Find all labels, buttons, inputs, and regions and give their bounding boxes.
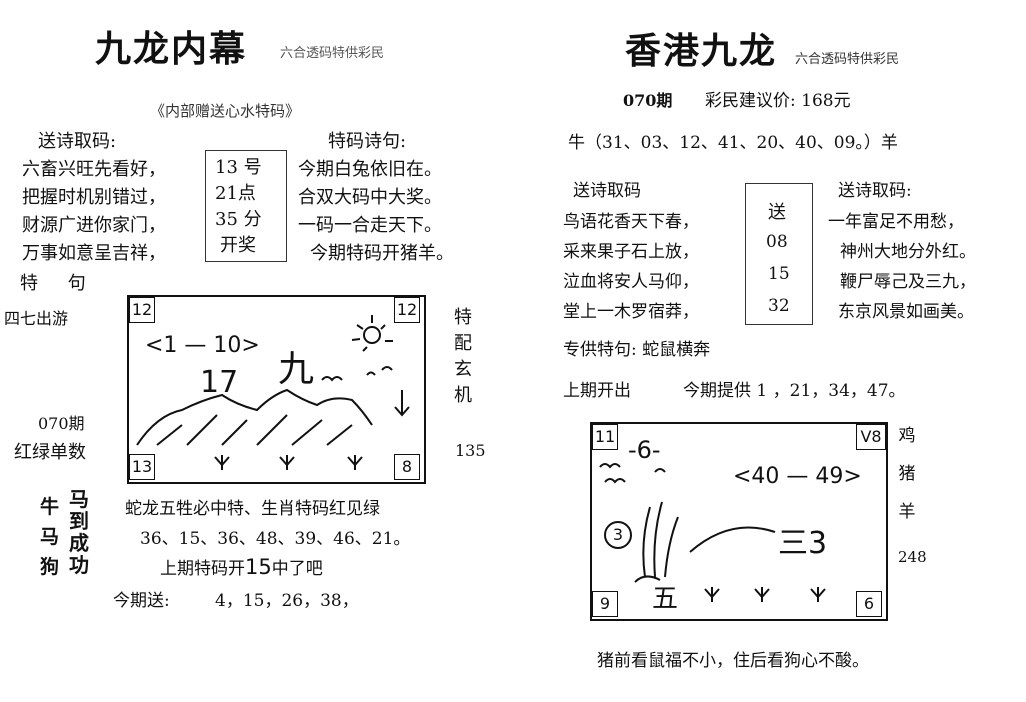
left-corner-bl: 13: [129, 454, 155, 480]
left-picture-frame: [127, 295, 426, 484]
right-poem-right-4: 东京风景如画美。: [838, 302, 974, 322]
right-center-line-2: 08: [766, 232, 788, 252]
left-line-3-number: 15: [245, 555, 272, 579]
right-corner-bl: 9: [592, 591, 618, 617]
right-picture-frame: [590, 422, 888, 621]
right-corner-tl: 11: [592, 424, 618, 450]
right-side-number: 248: [898, 548, 927, 566]
right-special-phrase: 专供特句: 蛇鼠横奔: [563, 340, 711, 360]
right-picture-glyph: -6-: [628, 436, 661, 464]
right-price: 彩民建议价: 168元: [705, 91, 851, 111]
left-picture-label: <1 — 10>: [145, 333, 260, 358]
right-issue: 070期: [623, 91, 673, 110]
left-line-2: 36、15、36、48、39、46、21。: [140, 529, 411, 549]
left-subtitle: 六合透码特供彩民: [280, 46, 385, 61]
right-corner-tr: V8: [856, 424, 886, 450]
right-title: 香港九龙: [625, 30, 778, 72]
left-line-3-prefix: 上期特码开: [160, 559, 245, 579]
right-center-line-3: 15: [768, 264, 790, 284]
left-center-box: [205, 150, 287, 262]
left-special-line-2: 合双大码中大奖。: [298, 187, 442, 208]
left-zodiac-2: 马: [40, 526, 60, 548]
left-line-3: 上期特码开15中了吧: [160, 554, 323, 579]
left-special-poem-label: 特码诗句:: [328, 131, 407, 152]
right-center-box: [745, 183, 813, 325]
right-picture-label: <40 — 49>: [733, 464, 862, 489]
left-poem-line-3: 财源广进你家门，: [22, 215, 166, 236]
left-line-1: 蛇龙五牲必中特、生肖特码红见绿: [125, 499, 380, 519]
right-poem-label-left: 送诗取码: [573, 181, 641, 201]
left-center-line-3: 35 分: [215, 209, 262, 230]
right-provide: 今期提供 1 ，21，34，47。: [683, 381, 906, 401]
left-special-line-3: 一码一合走天下。: [298, 215, 442, 236]
left-line-3-suffix: 中了吧: [271, 559, 323, 579]
right-poem-right-1: 一年富足不用愁，: [828, 212, 964, 232]
left-poem-line-1: 六畜兴旺先看好，: [22, 159, 166, 180]
left-poem-label: 送诗取码:: [38, 131, 117, 152]
left-corner-tr: 12: [394, 297, 420, 323]
right-poem-right-2: 神州大地分外红。: [840, 242, 976, 262]
left-issue: 070期: [38, 414, 85, 433]
right-poem-right-3: 鞭尸辱己及三九，: [840, 272, 976, 292]
right-center-line-1: 送: [768, 202, 786, 223]
left-line-4-label: 今期送:: [113, 591, 170, 611]
right-poem-left-2: 采来果子石上放，: [563, 242, 699, 262]
right-side-vertical: 鸡猪羊: [898, 426, 916, 522]
left-line-4-values: 4，15，26，38，: [215, 591, 359, 611]
right-corner-br: 6: [856, 591, 882, 617]
right-picture-drawing: [599, 463, 826, 602]
right-center-line-4: 32: [768, 296, 790, 316]
right-picture-circle: 3: [604, 521, 632, 549]
left-corner-tl: 12: [129, 297, 155, 323]
right-last-issue: 上期开出: [563, 381, 631, 401]
right-numbers-line: 牛（31、03、12、41、20、40、09。）羊: [568, 133, 898, 153]
left-poem-line-2: 把握时机别错过，: [22, 187, 166, 208]
right-picture-three: 三3: [778, 526, 828, 561]
left-picture-number: 17: [200, 365, 239, 400]
left-right-vertical: 特配玄机: [454, 307, 472, 406]
left-corner-br: 8: [394, 454, 420, 480]
left-center-line-1: 13 号: [215, 157, 262, 178]
left-zodiac-slogan: 马到成功: [69, 487, 89, 577]
left-inner-title: 《内部赠送心水特码》: [150, 102, 301, 120]
left-title: 九龙内幕: [95, 28, 248, 70]
right-subtitle: 六合透码特供彩民: [795, 52, 900, 67]
right-poem-label-right: 送诗取码:: [838, 181, 912, 201]
left-picture-drawing: [136, 315, 410, 470]
left-center-line-4: 开奖: [220, 235, 256, 256]
right-poem-left-4: 堂上一木罗宿莽，: [563, 302, 699, 322]
left-special-line-4: 今期特码开猪羊。: [310, 243, 454, 264]
left-poem-line-4: 万事如意呈吉祥，: [22, 243, 166, 264]
right-poem-left-3: 泣血将安人马仰，: [563, 272, 699, 292]
right-picture-five: 五: [652, 584, 679, 614]
left-special-line-1: 今期白兔依旧在。: [298, 159, 442, 180]
right-footer: 猪前看鼠福不小，住后看狗心不酸。: [597, 651, 869, 671]
left-picture-glyph: 九: [278, 349, 315, 390]
left-issue-note: 红绿单数: [14, 442, 86, 463]
right-poem-left-1: 鸟语花香天下春，: [563, 212, 699, 232]
left-zodiac-1: 牛: [40, 496, 60, 518]
left-phrase: 四七出游: [4, 309, 69, 328]
left-special-phrase-label: 特 句: [20, 273, 98, 294]
left-zodiac-3: 狗: [40, 556, 60, 578]
left-right-number: 135: [455, 441, 486, 460]
left-center-line-2: 21点: [215, 183, 256, 204]
